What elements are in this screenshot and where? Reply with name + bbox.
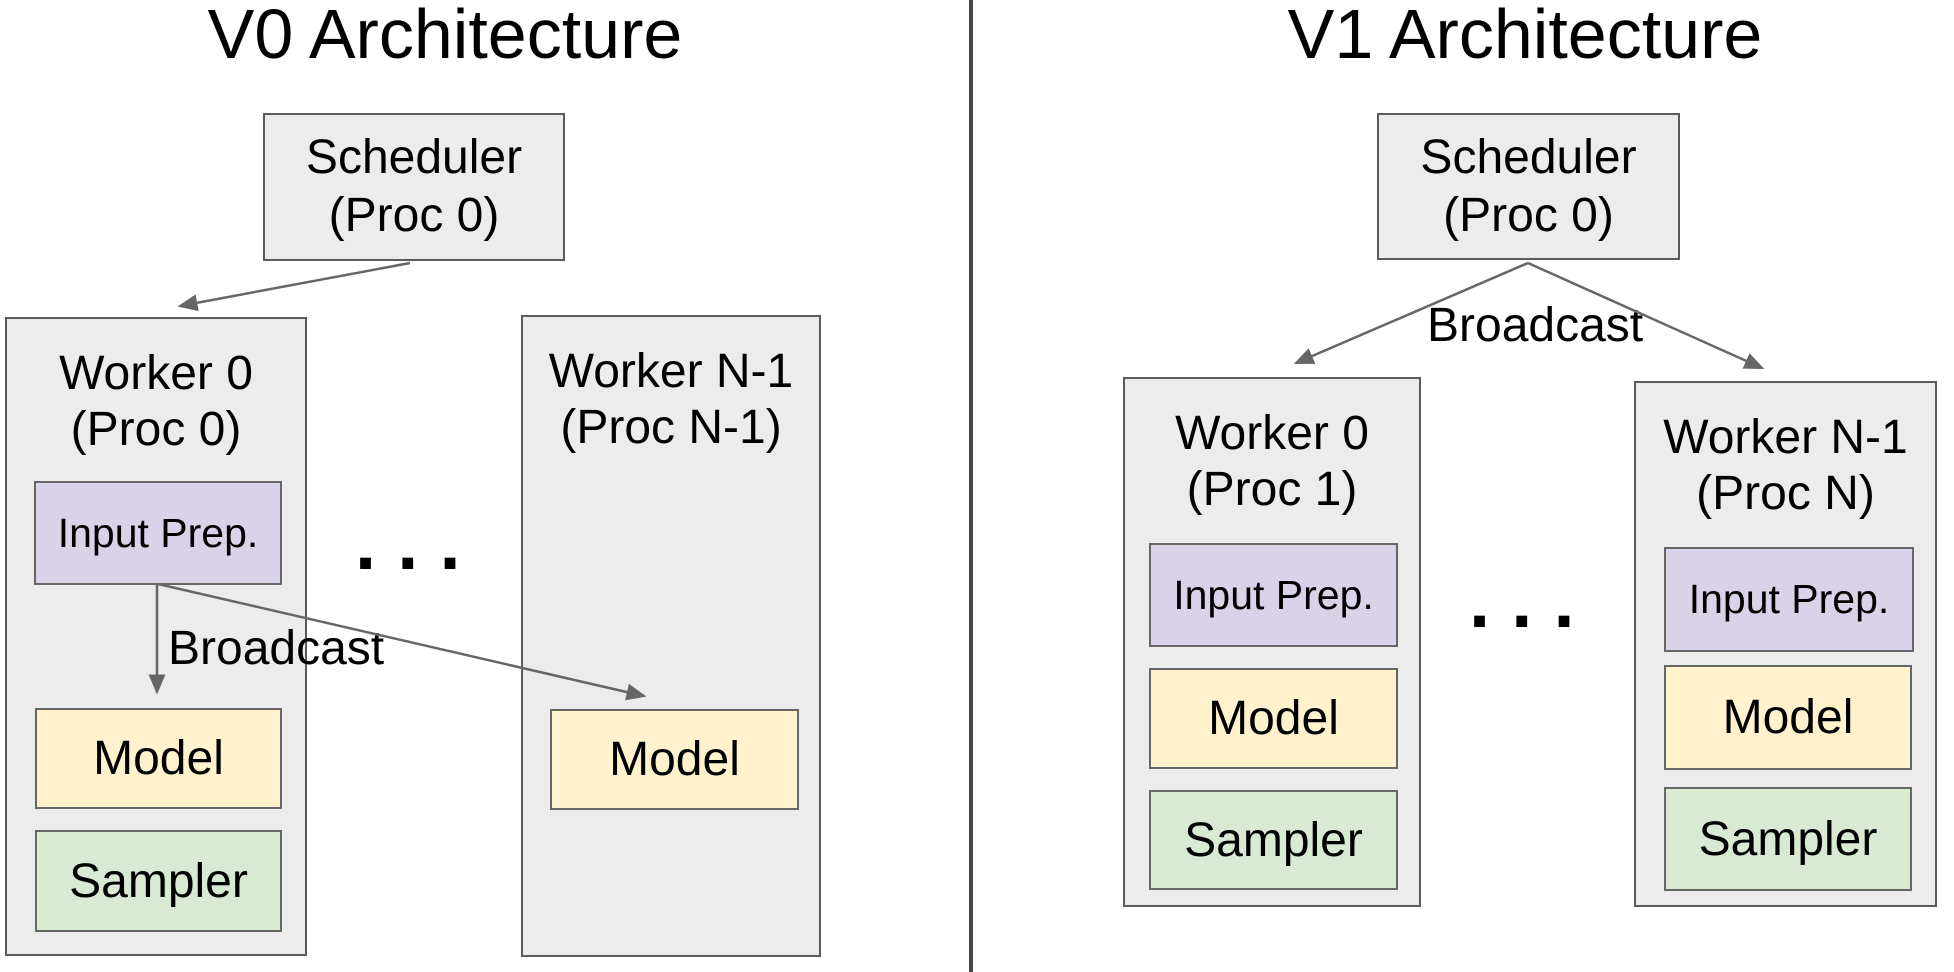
v0-title: V0 Architecture <box>207 0 683 73</box>
v1-workerN-input-prep-label: Input Prep. <box>1688 576 1890 622</box>
v1-workerN-sampler-label: Sampler <box>1698 812 1878 866</box>
v0-workerN-box: Worker N-1 (Proc N-1) Model <box>521 315 821 957</box>
v1-worker0-sampler-box: Sampler <box>1149 790 1398 890</box>
v1-workerN-name: Worker N-1 <box>1663 411 1908 464</box>
v1-worker0-box: Worker 0 (Proc 1) Input Prep. Model Samp… <box>1123 377 1421 907</box>
v0-worker0-proc: (Proc 0) <box>70 403 242 456</box>
v0-broadcast-label: Broadcast <box>168 622 385 675</box>
v0-worker0-model-box: Model <box>35 708 282 809</box>
v1-scheduler-proc: (Proc 0) <box>1443 188 1614 242</box>
v0-worker0-title: Worker 0 (Proc 0) <box>7 319 305 458</box>
panel-divider <box>969 0 973 972</box>
v0-workerN-proc: (Proc N-1) <box>560 401 782 454</box>
v0-ellipsis-dots: . . . <box>355 501 461 586</box>
v0-scheduler-proc: (Proc 0) <box>328 189 500 242</box>
v0-workerN-title: Worker N-1 (Proc N-1) <box>523 317 819 456</box>
v1-workerN-model-box: Model <box>1664 665 1912 770</box>
v1-worker0-sampler-label: Sampler <box>1184 813 1363 867</box>
v1-scheduler-name: Scheduler <box>1420 130 1637 184</box>
v0-worker0-input-prep-label: Input Prep. <box>57 509 259 556</box>
v0-workerN-model-box: Model <box>550 709 799 810</box>
v1-worker0-title: Worker 0 (Proc 1) <box>1125 379 1419 518</box>
v0-worker0-input-prep-box: Input Prep. <box>34 481 282 585</box>
v1-workerN-box: Worker N-1 (Proc N) Input Prep. Model Sa… <box>1634 381 1937 907</box>
v1-workerN-proc: (Proc N) <box>1696 467 1875 520</box>
v1-scheduler-box: Scheduler (Proc 0) <box>1377 113 1680 260</box>
v1-worker0-model-box: Model <box>1149 668 1398 769</box>
v0-workerN-model-label: Model <box>609 733 740 786</box>
v1-workerN-sampler-box: Sampler <box>1664 787 1912 891</box>
v0-worker0-sampler-box: Sampler <box>35 830 282 932</box>
v0-worker0-name: Worker 0 <box>59 347 253 400</box>
v1-worker0-proc: (Proc 1) <box>1186 463 1358 516</box>
v1-worker0-name: Worker 0 <box>1175 407 1369 460</box>
v1-worker0-input-prep-label: Input Prep. <box>1173 571 1374 618</box>
v1-worker0-input-prep-box: Input Prep. <box>1149 543 1398 647</box>
v1-worker0-model-label: Model <box>1208 692 1339 745</box>
v0-worker0-model-label: Model <box>93 732 224 785</box>
v0-workerN-name: Worker N-1 <box>548 345 794 398</box>
v1-broadcast-label: Broadcast <box>1427 299 1644 352</box>
v1-workerN-title: Worker N-1 (Proc N) <box>1636 383 1935 522</box>
v1-workerN-model-label: Model <box>1722 691 1854 744</box>
v0-worker0-sampler-label: Sampler <box>69 854 248 908</box>
v0-scheduler-name: Scheduler <box>305 131 523 184</box>
v0-scheduler-to-worker0-arrow <box>177 261 411 312</box>
v1-title: V1 Architecture <box>1287 0 1763 73</box>
v0-scheduler-box: Scheduler (Proc 0) <box>263 113 565 261</box>
v1-ellipsis-dots: . . . <box>1469 559 1575 644</box>
v1-workerN-input-prep-box: Input Prep. <box>1664 547 1914 652</box>
